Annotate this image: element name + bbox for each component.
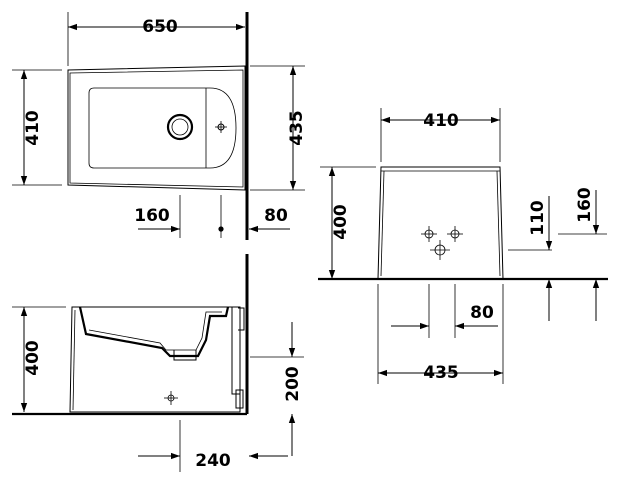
outlet-symbol-icon (164, 391, 178, 405)
dim-outlet-offset: 240 (195, 451, 231, 471)
front-view: 410 400 110 160 80 435 (318, 108, 608, 384)
dim-inlet-height-110: 110 (528, 200, 548, 236)
dim-front-top-width: 410 (423, 111, 459, 131)
dim-wall-projection: 435 (287, 110, 307, 146)
dim-wall-offset: 80 (264, 206, 288, 226)
dim-top-width: 650 (142, 17, 178, 37)
dim-side-height: 400 (23, 340, 43, 376)
dim-outlet-height: 200 (283, 366, 303, 402)
center-point-icon (218, 226, 224, 232)
dim-top-depth: 410 (23, 110, 43, 146)
dim-front-height: 400 (331, 204, 351, 240)
top-view: 650 410 435 160 80 (12, 12, 307, 240)
dim-front-base-width: 435 (423, 363, 459, 383)
side-view: 400 200 240 (12, 254, 304, 472)
drain-icon (166, 113, 194, 141)
dim-drain-offset: 160 (134, 206, 170, 226)
dim-inlet-height-160: 160 (575, 187, 595, 223)
dim-inlet-spacing: 80 (470, 303, 494, 323)
inlet-symbols-icon (421, 226, 463, 260)
